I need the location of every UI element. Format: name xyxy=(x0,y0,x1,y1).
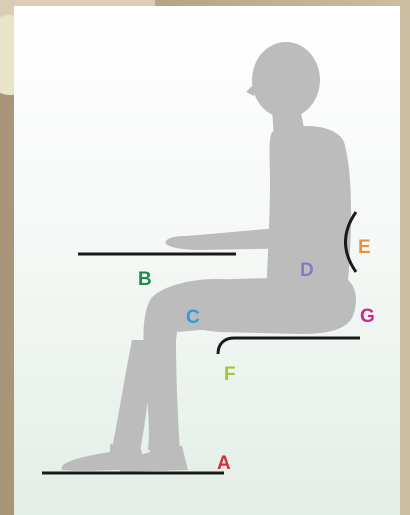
label-a: A xyxy=(217,454,231,473)
label-b: B xyxy=(138,270,152,289)
label-e: E xyxy=(358,238,371,257)
label-g: G xyxy=(360,307,375,326)
label-d: D xyxy=(300,261,314,280)
label-c: C xyxy=(186,308,200,327)
label-f: F xyxy=(224,365,236,384)
